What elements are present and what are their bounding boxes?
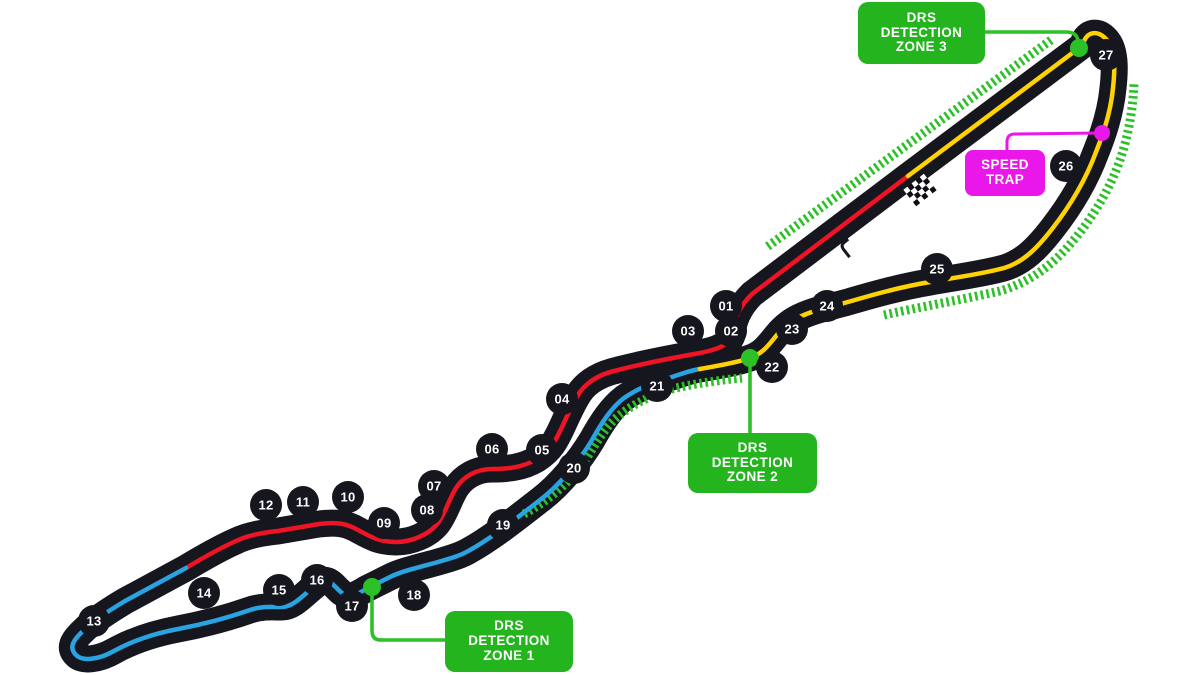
pit-lane-arrow-icon (840, 238, 851, 259)
svg-text:23: 23 (784, 322, 799, 337)
corner-marker-03: 03 (672, 315, 704, 347)
drs-zone-3-line-3: ZONE 3 (895, 39, 948, 55)
drs-detection-zone-2-label: DRS DETECTION ZONE 2 (688, 433, 817, 493)
corner-marker-26: 26 (1050, 150, 1082, 182)
drs-zone-2-line-3: ZONE 2 (726, 469, 779, 485)
sector-1-line (183, 173, 911, 571)
svg-text:24: 24 (819, 299, 835, 314)
drs-zone-1-line-1: DRS (494, 618, 524, 634)
corner-marker-27: 27 (1090, 39, 1122, 71)
svg-text:17: 17 (344, 599, 359, 614)
drs-zone-1-line-2: DETECTION (468, 633, 550, 649)
corner-marker-20: 20 (558, 452, 590, 484)
corner-marker-18: 18 (398, 579, 430, 611)
corner-marker-09: 09 (368, 507, 400, 539)
speed-trap-label: SPEED TRAP (965, 150, 1045, 196)
svg-text:07: 07 (426, 479, 441, 494)
checkered-flag-icon (903, 173, 937, 207)
svg-text:01: 01 (718, 299, 733, 314)
drs-detection-dot-1 (363, 578, 381, 596)
svg-text:06: 06 (484, 442, 499, 457)
corner-marker-17: 17 (336, 590, 368, 622)
drs-zone-2-line-1: DRS (737, 439, 768, 455)
svg-text:13: 13 (86, 614, 101, 629)
svg-text:14: 14 (196, 586, 212, 601)
speed-trap-dot (1094, 125, 1110, 141)
corner-marker-04: 04 (546, 383, 578, 415)
sector-3-line (697, 30, 1117, 372)
drs-detection-zone-3-label: DRS DETECTION ZONE 3 (858, 2, 985, 64)
svg-text:08: 08 (419, 503, 434, 518)
corner-marker-01: 01 (710, 290, 742, 322)
corner-marker-08: 08 (411, 494, 443, 526)
svg-text:20: 20 (566, 461, 581, 476)
drs-detection-dot-3 (1070, 39, 1088, 57)
corner-marker-24: 24 (811, 290, 843, 322)
corner-markers: 01 02 03 04 05 06 07 08 09 10 11 12 13 14 15 16 17 18 19 20… (78, 39, 1122, 637)
speed-trap-connector-line (1005, 131, 1101, 150)
drs-detection-zone-1-label: DRS DETECTION ZONE 1 (445, 611, 573, 672)
svg-text:11: 11 (296, 495, 310, 510)
svg-text:05: 05 (534, 443, 549, 458)
drs-zone-2-hatch (883, 82, 1139, 320)
svg-text:03: 03 (680, 324, 695, 339)
corner-marker-13: 13 (78, 605, 110, 637)
drs-zone-1-connector-line (370, 592, 446, 642)
corner-marker-15: 15 (263, 574, 295, 606)
svg-text:12: 12 (258, 498, 273, 513)
corner-marker-11: 11 (287, 486, 319, 518)
drs-zone-3-line-2: DETECTION (880, 24, 963, 40)
track-outline-path (58, 19, 1128, 673)
corner-marker-06: 06 (476, 433, 508, 465)
corner-marker-12: 12 (250, 489, 282, 521)
svg-text:19: 19 (495, 518, 510, 533)
speed-trap-line-2: TRAP (985, 172, 1025, 187)
svg-text:22: 22 (764, 360, 779, 375)
svg-text:02: 02 (723, 324, 738, 339)
drs-detection-dots (363, 39, 1088, 596)
corner-marker-19: 19 (487, 509, 519, 541)
drs-detection-dot-2 (741, 349, 759, 367)
drs-zone-3-line-1: DRS (906, 9, 937, 25)
drs-zone-2-line-2: DETECTION (711, 454, 794, 470)
corner-marker-23: 23 (776, 313, 808, 345)
svg-text:16: 16 (309, 573, 324, 588)
svg-text:18: 18 (406, 588, 421, 603)
corner-marker-14: 14 (188, 577, 220, 609)
svg-text:25: 25 (929, 262, 944, 277)
svg-text:27: 27 (1098, 48, 1113, 63)
corner-marker-05: 05 (526, 434, 558, 466)
corner-marker-25: 25 (921, 253, 953, 285)
svg-text:21: 21 (649, 379, 664, 394)
speed-trap-line-1: SPEED (981, 157, 1029, 173)
svg-text:26: 26 (1058, 159, 1073, 174)
corner-marker-22: 22 (756, 351, 788, 383)
svg-text:15: 15 (271, 583, 286, 598)
svg-text:10: 10 (340, 490, 355, 505)
corner-marker-10: 10 (332, 481, 364, 513)
corner-marker-16: 16 (301, 564, 333, 596)
corner-marker-21: 21 (641, 370, 673, 402)
drs-zone-3-hatch (764, 36, 1054, 251)
svg-text:09: 09 (376, 516, 391, 531)
drs-zone-1-line-3: ZONE 1 (483, 647, 535, 663)
svg-text:04: 04 (554, 392, 570, 407)
corner-marker-02: 02 (715, 315, 747, 347)
corner-marker-07: 07 (418, 470, 450, 502)
